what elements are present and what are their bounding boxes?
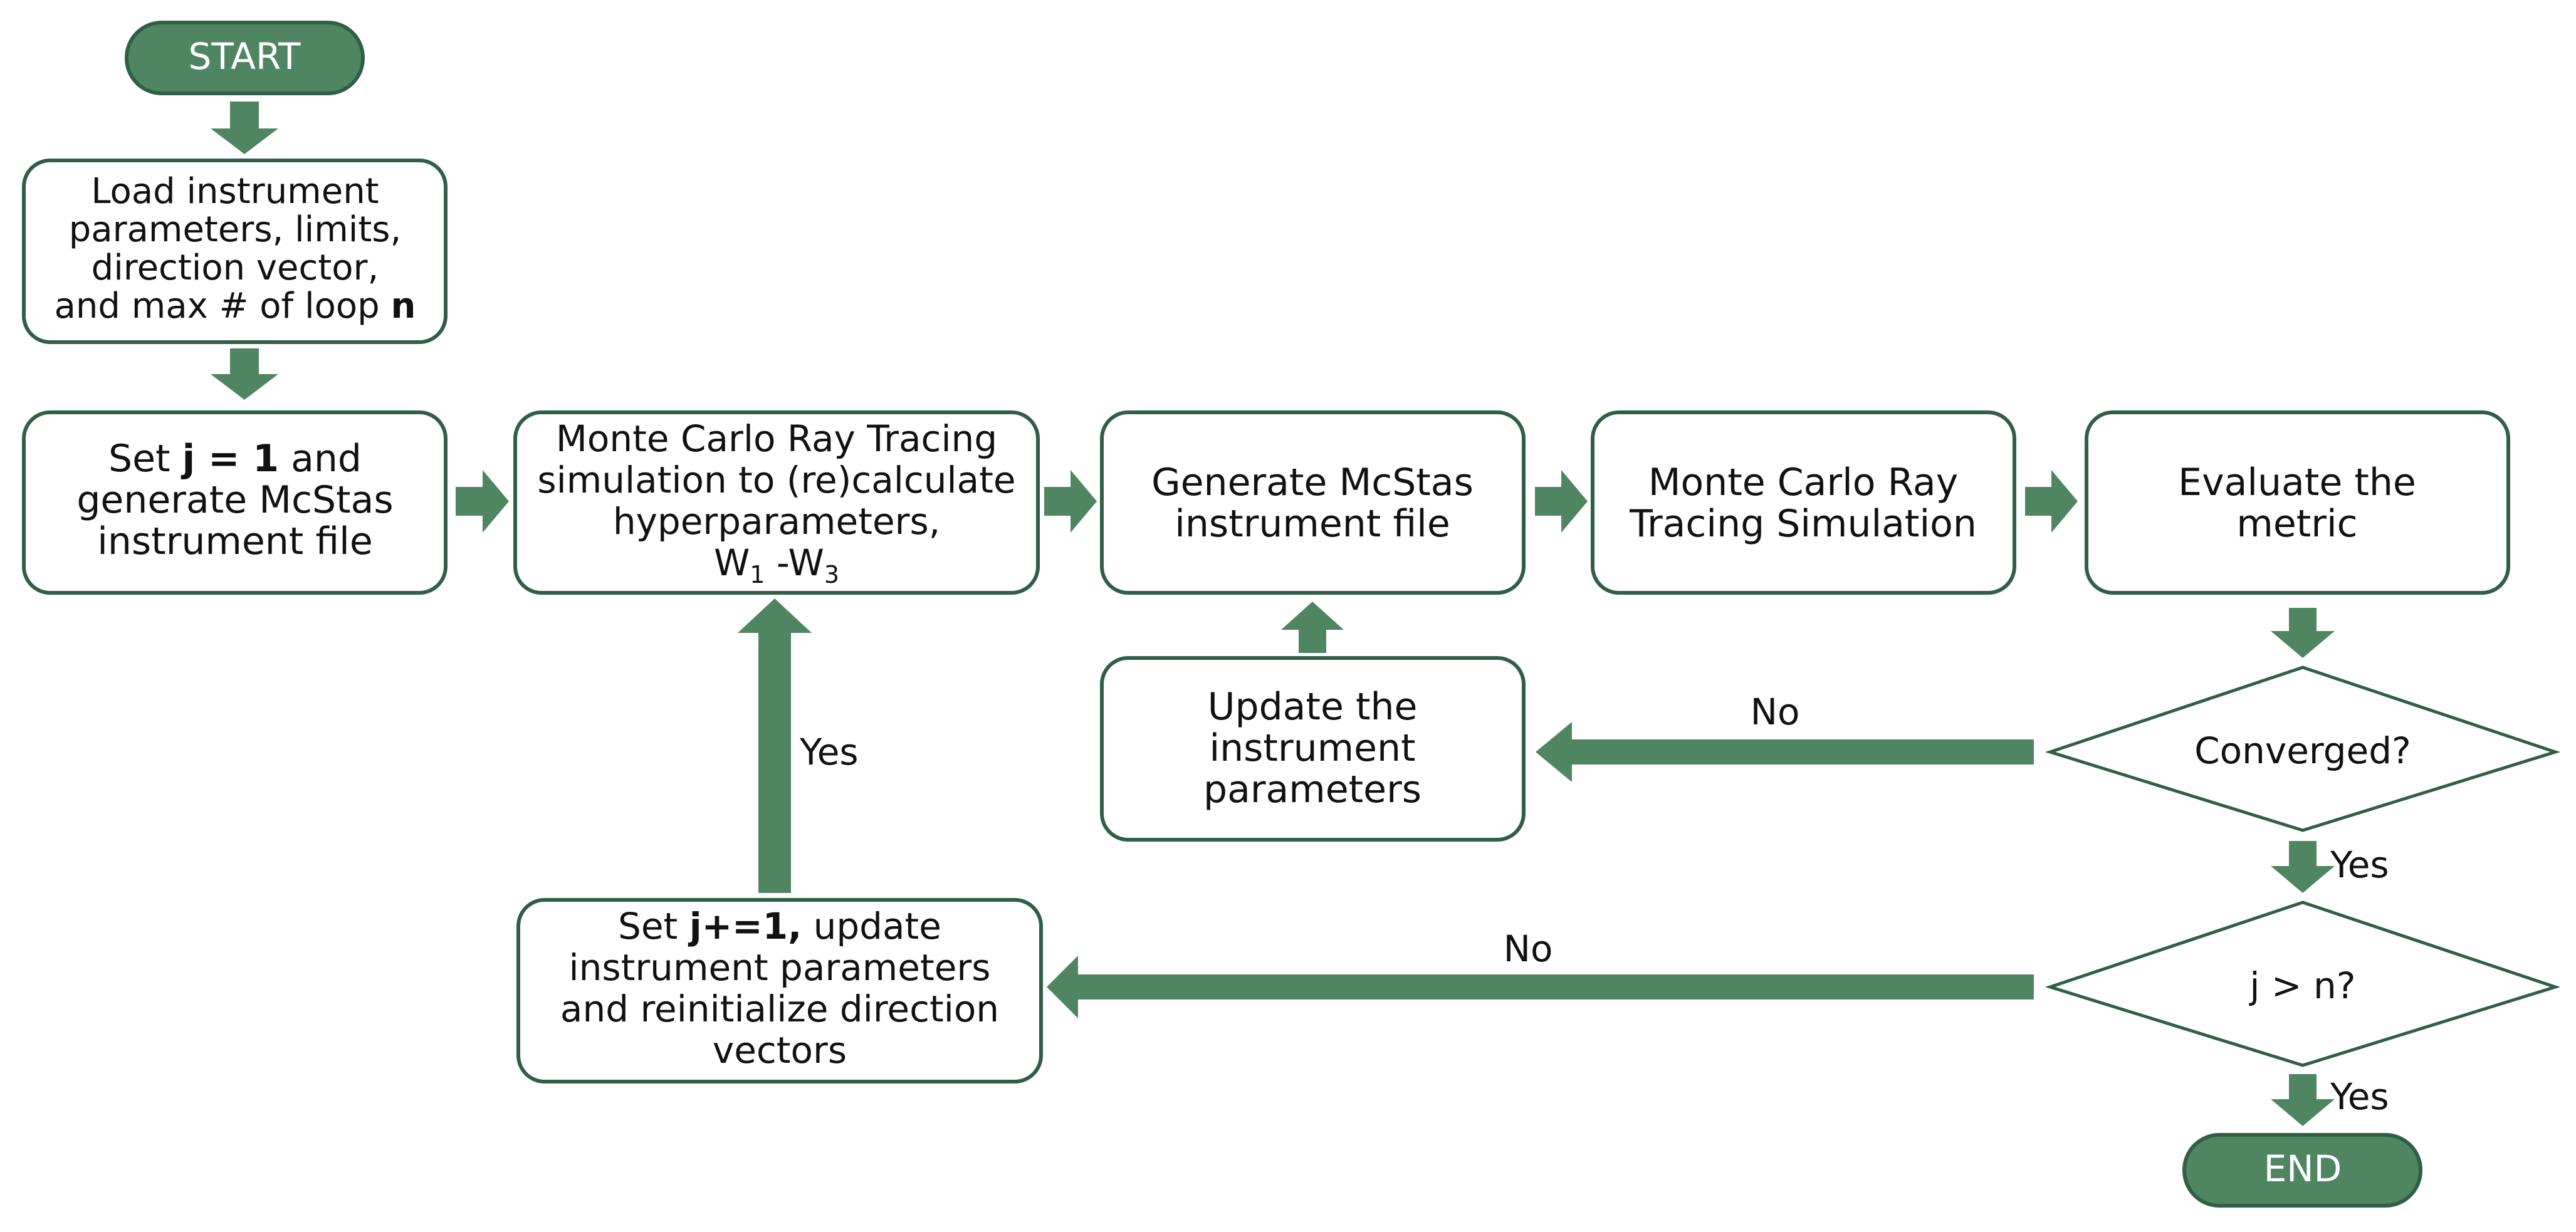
set-jplus-post: update xyxy=(802,905,941,947)
set-jplus-pre: Set xyxy=(618,905,689,947)
set-j-line-2: generate McStas xyxy=(76,478,393,522)
set-j-line-1: Set j = 1 and xyxy=(108,437,362,481)
set-jplus-line-1: Set j+=1, update xyxy=(618,905,941,947)
set-j-line-3: instrument file xyxy=(97,519,373,563)
arrow-converged-yes-to-jn xyxy=(2271,841,2335,893)
j-gt-n-decision: j > n? xyxy=(2045,901,2561,1067)
edge-label-converged-no: No xyxy=(1751,691,1800,733)
arrow-jn-no-to-setjplus xyxy=(1047,956,2034,1018)
mc-hyper-line-1: Monte Carlo Ray Tracing xyxy=(556,417,997,460)
evaluate-line-2: metric xyxy=(2236,502,2357,546)
set-j-bold: j = 1 xyxy=(181,437,279,481)
arrow-setjplus-yes-to-mchyper xyxy=(738,598,812,893)
mc-hyper-line-3: hyperparameters, xyxy=(613,500,940,543)
update-line-1: Update the xyxy=(1208,685,1418,729)
converged-label: Converged? xyxy=(2194,729,2411,772)
update-parameters-box: Update the instrument parameters xyxy=(1100,656,1526,842)
arrow-update-to-generate xyxy=(1281,602,1344,653)
end-terminal: END xyxy=(2182,1133,2422,1208)
mc-hyper-line-2: simulation to (re)calculate xyxy=(537,459,1015,501)
load-line-4-text: and max # of loop xyxy=(55,286,391,326)
w1-subscript: 1 xyxy=(750,561,765,588)
load-line-2: parameters, limits, xyxy=(69,209,402,250)
arrow-setj-to-mchyper xyxy=(456,470,509,533)
load-line-3: direction vector, xyxy=(92,248,379,288)
j-gt-n-label: j > n? xyxy=(2248,964,2355,1007)
w1-letter: W xyxy=(714,541,750,584)
evaluate-line-1: Evaluate the xyxy=(2178,461,2416,504)
edge-label-jn-no: No xyxy=(1504,927,1553,970)
arrow-start-to-load xyxy=(211,102,278,154)
mc-hyper-line-4: W1 -W3 xyxy=(714,541,839,588)
set-jplus-box: Set j+=1, update instrument parameters a… xyxy=(516,898,1043,1083)
edge-label-converged-yes: Yes xyxy=(2330,843,2389,886)
w3-subscript: 3 xyxy=(824,561,839,588)
load-parameters-box: Load instrument parameters, limits, dire… xyxy=(22,159,448,344)
set-jplus-line-3: and reinitialize direction xyxy=(560,988,999,1030)
arrows xyxy=(211,102,2335,1126)
generate-mcstas-box: Generate McStas instrument file xyxy=(1100,410,1526,595)
arrow-converged-no-to-update xyxy=(1536,722,2034,782)
converged-decision: Converged? xyxy=(2045,666,2561,832)
start-label: START xyxy=(189,35,301,78)
arrow-generate-to-mcsim xyxy=(1535,470,1588,533)
mc-simulation-box: Monte Carlo Ray Tracing Simulation xyxy=(1591,410,2016,595)
edge-label-loop-yes: Yes xyxy=(799,731,859,773)
set-j-box: Set j = 1 and generate McStas instrument… xyxy=(22,410,448,595)
mc-sim-line-2: Tracing Simulation xyxy=(1629,502,1977,546)
arrow-mchyper-to-generate xyxy=(1044,470,1097,533)
set-jplus-bold: j+=1, xyxy=(688,905,802,947)
set-jplus-line-2: instrument parameters xyxy=(569,946,991,989)
arrow-load-to-setj xyxy=(211,348,278,400)
update-line-3: parameters xyxy=(1203,768,1422,812)
edge-label-jn-yes: Yes xyxy=(2330,1075,2389,1118)
load-loop-variable: n xyxy=(391,286,416,326)
load-line-1: Load instrument xyxy=(91,171,379,212)
set-j-post: and xyxy=(279,437,362,481)
mc-hyperparameters-box: Monte Carlo Ray Tracing simulation to (r… xyxy=(513,410,1040,595)
mc-sim-line-1: Monte Carlo Ray xyxy=(1648,461,1958,504)
load-line-4: and max # of loop n xyxy=(55,286,416,326)
set-j-pre: Set xyxy=(108,437,182,481)
w3-letter: -W xyxy=(765,541,824,584)
evaluate-metric-box: Evaluate the metric xyxy=(2085,410,2510,595)
generate-line-2: instrument file xyxy=(1175,502,1450,546)
start-terminal: START xyxy=(125,21,365,95)
set-jplus-line-4: vectors xyxy=(713,1029,847,1072)
generate-line-1: Generate McStas xyxy=(1151,461,1474,504)
update-line-2: instrument xyxy=(1209,726,1415,770)
arrow-jn-yes-to-end xyxy=(2271,1074,2335,1126)
end-label: END xyxy=(2264,1147,2342,1190)
arrow-mcsim-to-evaluate xyxy=(2025,470,2078,533)
arrow-evaluate-to-converged xyxy=(2271,608,2335,658)
